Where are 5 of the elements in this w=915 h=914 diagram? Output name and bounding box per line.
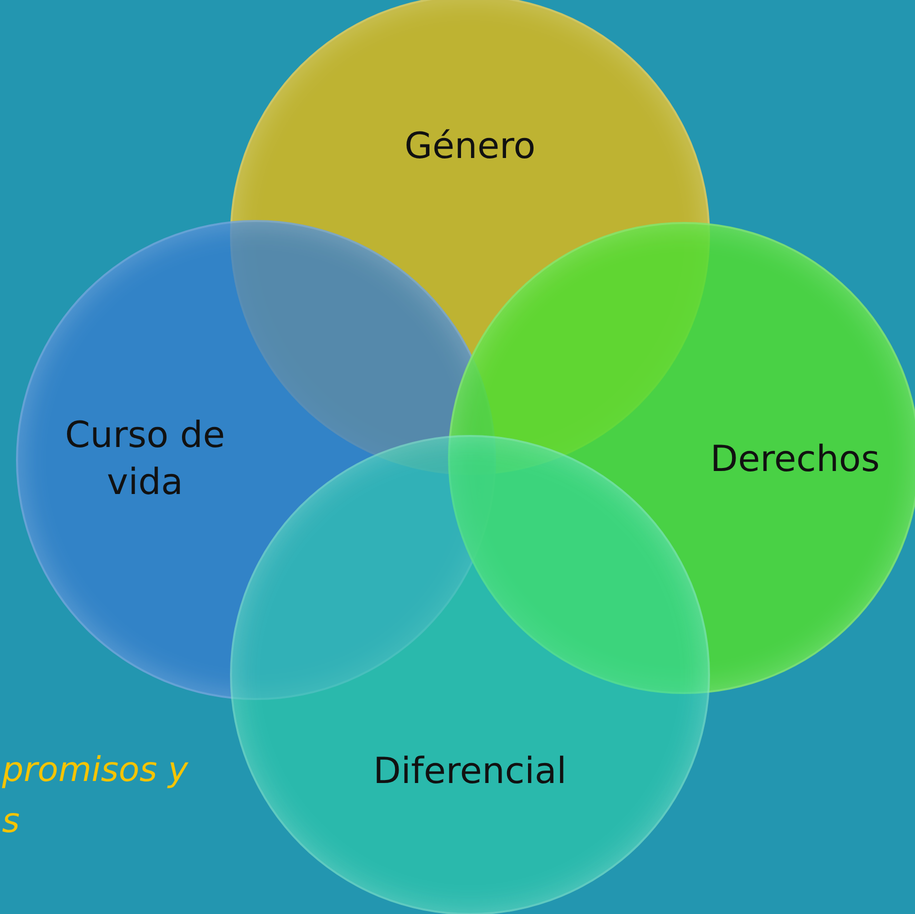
circle-label: Género	[403, 124, 537, 168]
note-text: promisos y s	[2, 749, 190, 843]
circle-label: Diferencial	[372, 750, 568, 794]
circle-label: Derechos	[709, 438, 881, 482]
circle-label: Curso de vida	[64, 414, 226, 505]
